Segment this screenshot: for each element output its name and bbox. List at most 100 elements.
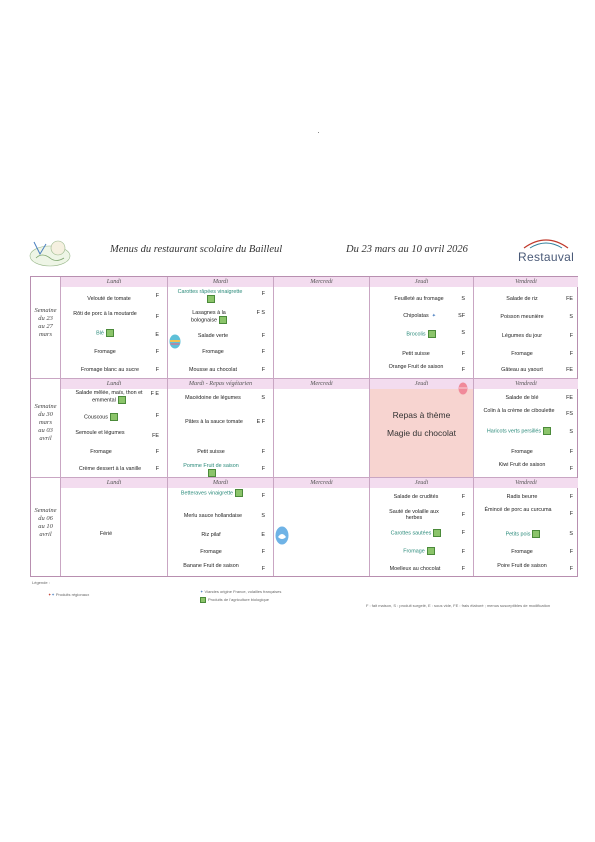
day-header-mercredi-w1: Mercredi <box>274 277 369 287</box>
dish: Fromage <box>511 549 533 555</box>
dish: Fromage <box>90 449 112 455</box>
day-header-vendredi-w1: Vendredi <box>474 277 578 287</box>
theme-meal-cell <box>370 389 473 477</box>
organic-icon <box>117 396 126 405</box>
dish-code: E F <box>256 419 265 425</box>
dish-code: E <box>261 532 265 538</box>
organic-icon <box>235 489 244 497</box>
dish-code: S <box>461 296 465 302</box>
day-header-lundi-w2: Lundi <box>61 379 167 389</box>
dish-code: F <box>461 367 465 373</box>
dish-code: F <box>155 413 159 419</box>
dish: Fromage <box>389 547 449 555</box>
dish: Banane Fruit de saison <box>183 563 239 569</box>
dish-code: FE <box>566 367 573 373</box>
dish: Gâteau au yaourt <box>501 367 543 373</box>
day-header-jeudi-w2: Jeudi <box>370 379 473 389</box>
dish: Émincé de porc au curcuma <box>484 507 552 513</box>
theme-meal-subtitle: Magie du chocolat <box>387 428 456 438</box>
dish: Fromage <box>200 549 222 555</box>
dish: Orange Fruit de saison <box>388 364 444 370</box>
dish-code: F <box>569 466 573 472</box>
day-header-lundi-w1: Lundi <box>61 277 167 287</box>
brand-name: Restauval <box>518 250 575 264</box>
dish: Salade mêlée, maïs, thon et emmental <box>75 390 143 405</box>
dish: Fromage <box>511 449 533 455</box>
dish: Semoule et légumes <box>75 430 125 436</box>
dish: Chipolatas✦ <box>403 313 436 319</box>
dish-code: S <box>261 513 265 519</box>
dish-code: F <box>155 466 159 472</box>
day-header-mercredi-w3: Mercredi <box>274 478 369 488</box>
dish: Kiwi Fruit de saison <box>498 462 546 468</box>
dish: Mousse au chocolat <box>189 367 237 373</box>
dish-code: F <box>569 494 573 500</box>
dish-code: F <box>461 494 465 500</box>
organic-icon <box>219 316 228 325</box>
dish-code: F <box>461 549 465 555</box>
dish: Sauté de volaille aux herbes <box>389 509 439 522</box>
dish: Salade de blé <box>505 395 539 401</box>
easter-egg-icon <box>169 333 181 354</box>
dish-code: F <box>261 493 265 499</box>
day-header-mardi-vegetarien: Mardi - Repas végétarien <box>168 379 273 389</box>
dish: Riz pilaf <box>201 532 221 538</box>
legend-codes: F : fait maison, S : produit surgelé, E … <box>366 603 551 608</box>
day-header-mardi-w3: Mardi <box>168 478 273 488</box>
day-header-lundi-w3: Lundi <box>61 478 167 488</box>
dish-code: S <box>261 395 265 401</box>
organic-icon <box>208 469 216 478</box>
dish: Lasagnes à la bolognaise <box>190 310 228 325</box>
dish: Fromage <box>511 351 533 357</box>
dish: Brocolis <box>391 330 451 338</box>
dish-code: F <box>261 466 265 472</box>
organic-icon <box>105 329 114 337</box>
dish: Crème dessert à la vanille <box>78 466 142 472</box>
dish: Pâtes à la sauce tomate <box>185 419 243 425</box>
dish-code: F <box>569 333 573 339</box>
dish-code: F <box>261 349 265 355</box>
dish: Petit suisse <box>197 449 225 455</box>
dish-code: F <box>461 566 465 572</box>
dish: Salade de crudités <box>393 494 439 500</box>
dish-code: F <box>261 449 265 455</box>
dish: Moelleux au chocolat <box>389 566 441 572</box>
legend-origin: ✦ Viandes origine France, volailles fran… <box>200 589 282 594</box>
dish: Petits pois <box>493 530 553 538</box>
dish-code: F S <box>256 310 265 316</box>
menu-title: Menus du restaurant scolaire du Bailleul <box>110 244 283 255</box>
theme-meal-title: Repas à thème <box>392 410 451 420</box>
day-header-jeudi-w3: Jeudi <box>370 478 473 488</box>
dish-code: F <box>261 333 265 339</box>
date-range: Du 23 mars au 10 avril 2026 <box>346 244 468 255</box>
dish-code: F <box>261 291 265 297</box>
day-header-jeudi-w1: Jeudi <box>370 277 473 287</box>
dish-code: F <box>461 530 465 536</box>
dish-code: S <box>569 314 573 320</box>
dish: Rôti de porc à la moutarde <box>73 311 137 317</box>
dish-code: S <box>569 531 573 537</box>
dish-code: F <box>261 566 265 572</box>
dish-code: F <box>569 511 573 517</box>
dish-code: FE <box>152 433 159 439</box>
dish-code: S <box>569 429 573 435</box>
organic-icon <box>427 330 436 338</box>
dish: Merlu sauce hollandaise <box>183 513 243 519</box>
dish-code: F <box>155 349 159 355</box>
dish: Colin à la crème de ciboulette <box>483 408 555 414</box>
dish-code: F <box>155 293 159 299</box>
dish-code: F <box>569 351 573 357</box>
easter-egg-icon <box>458 381 468 400</box>
dish-code: F <box>569 549 573 555</box>
dish-code: F <box>569 449 573 455</box>
dish-code: E <box>155 332 159 338</box>
organic-icon <box>532 530 541 538</box>
dish-code: F <box>461 351 465 357</box>
restauval-logo: Restauval <box>518 236 574 264</box>
organic-icon <box>426 547 435 555</box>
dish-code: F <box>569 566 573 572</box>
dish-code: F <box>155 449 159 455</box>
organic-icon <box>543 427 552 435</box>
